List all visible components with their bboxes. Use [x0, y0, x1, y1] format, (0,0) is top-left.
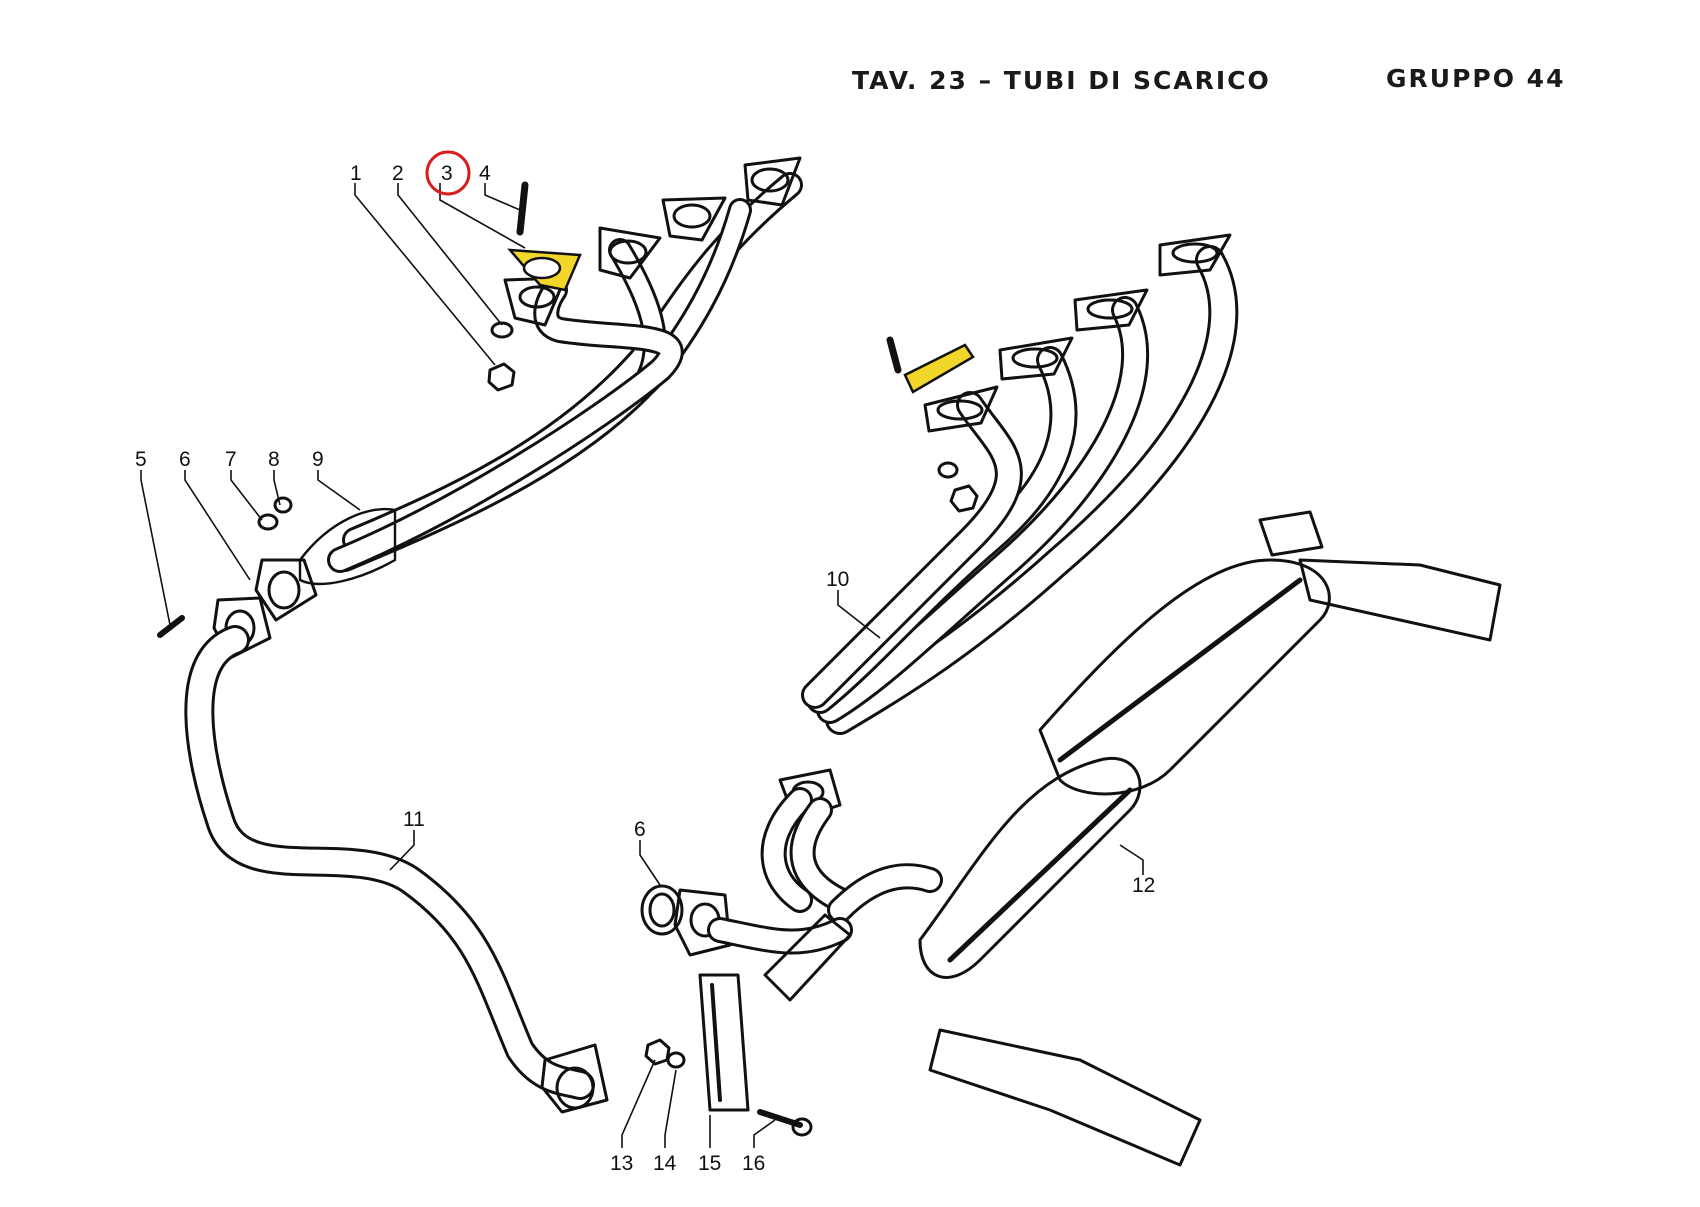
leader-lines: [140, 183, 1144, 1148]
left-manifold: [298, 156, 803, 586]
callout-14: 14: [653, 1152, 677, 1175]
callout-15: 15: [698, 1152, 721, 1175]
rear-silencer: [827, 510, 1502, 1167]
callout-2: 2: [392, 162, 404, 185]
callout-8: 8: [268, 448, 280, 471]
callout-9: 9: [312, 448, 324, 471]
callout-numbers: 1 2 3 4 5 6 7 8 9 10 11 12 6 13 14 15 16: [135, 162, 1155, 1175]
stud: [516, 181, 529, 236]
left-pipe: [184, 625, 609, 1114]
callout-4: 4: [479, 162, 491, 185]
callout-11: 11: [403, 808, 425, 831]
callout-10: 10: [826, 568, 849, 591]
callout-1: 1: [350, 162, 362, 185]
right-manifold: [760, 233, 1239, 913]
washer: [490, 321, 514, 339]
callout-6b: 6: [634, 818, 646, 841]
page-title: TAV. 23 – TUBI DI SCARICO: [852, 66, 1271, 95]
middle-connector: [640, 884, 853, 1137]
callout-16: 16: [742, 1152, 765, 1175]
callout-6: 6: [179, 448, 191, 471]
callout-5: 5: [135, 448, 147, 471]
highlight-circle: [425, 150, 471, 196]
callout-12: 12: [1132, 874, 1155, 897]
gasket-highlighted: [507, 248, 582, 292]
callout-3: 3: [441, 162, 453, 185]
callout-13: 13: [610, 1152, 633, 1175]
callout-7: 7: [225, 448, 237, 471]
group-label: GRUPPO 44: [1386, 64, 1566, 93]
nut: [487, 362, 516, 392]
right-gasket: [886, 336, 979, 513]
